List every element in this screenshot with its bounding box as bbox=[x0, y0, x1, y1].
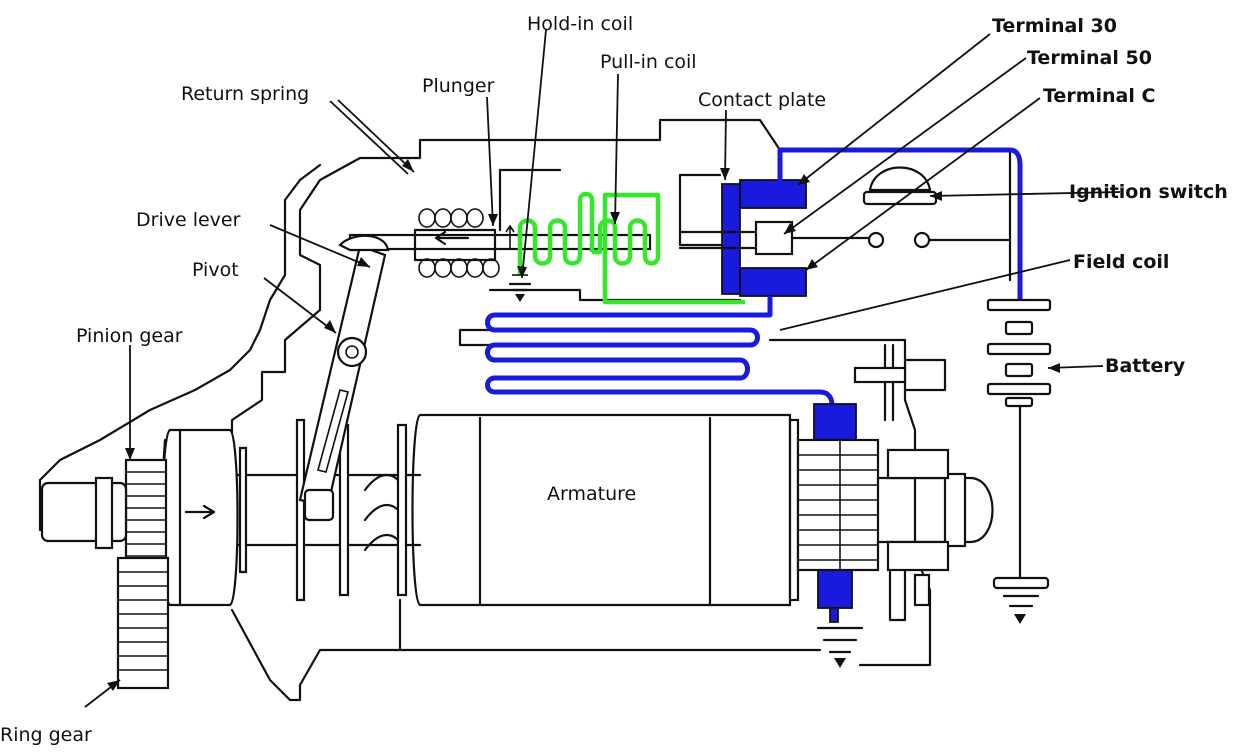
solenoid-body bbox=[348, 168, 742, 302]
bulb-icon bbox=[862, 166, 938, 206]
commutator-end-frame bbox=[853, 343, 950, 622]
label-pull-in-coil: Pull-in coil bbox=[600, 51, 697, 73]
label-terminal-c: Terminal C bbox=[1043, 85, 1155, 107]
return-spring bbox=[413, 208, 500, 278]
battery-symbol bbox=[986, 298, 1052, 624]
drive-lever bbox=[298, 234, 390, 522]
label-hold-in-coil: Hold-in coil bbox=[527, 13, 633, 35]
label-field-coil: Field coil bbox=[1073, 251, 1169, 273]
hold-in-coil bbox=[512, 191, 595, 276]
label-pivot: Pivot bbox=[192, 259, 239, 281]
label-drive-lever: Drive lever bbox=[136, 209, 241, 231]
field-circuit-wire bbox=[485, 147, 1023, 406]
label-contact-plate: Contact plate bbox=[698, 89, 826, 111]
pull-in-coil bbox=[592, 192, 745, 305]
armature-body bbox=[411, 413, 800, 607]
brush-upper bbox=[813, 403, 864, 668]
label-terminal-50: Terminal 50 bbox=[1027, 47, 1152, 69]
contact-plate bbox=[678, 179, 1012, 297]
plunger-arrow-icon bbox=[505, 224, 515, 250]
arrow-left-icon bbox=[434, 230, 470, 246]
arrowheads bbox=[107, 159, 1060, 691]
pinion-gear bbox=[40, 458, 168, 572]
starter-housing bbox=[38, 118, 1012, 702]
label-plunger: Plunger bbox=[422, 75, 495, 97]
label-battery: Battery bbox=[1105, 355, 1186, 377]
label-ignition-switch: Ignition switch bbox=[1069, 181, 1228, 203]
label-return-spring: Return spring bbox=[181, 83, 309, 105]
label-pinion-gear: Pinion gear bbox=[76, 325, 183, 347]
label-terminal-30: Terminal 30 bbox=[992, 15, 1117, 37]
ring-gear bbox=[116, 556, 170, 690]
label-ring-gear: Ring gear bbox=[0, 724, 92, 746]
overrunning-clutch bbox=[161, 428, 239, 607]
label-armature: Armature bbox=[547, 483, 636, 505]
ground-icon bbox=[508, 282, 532, 302]
commutator bbox=[796, 438, 880, 572]
arrow-right-icon bbox=[184, 504, 216, 520]
